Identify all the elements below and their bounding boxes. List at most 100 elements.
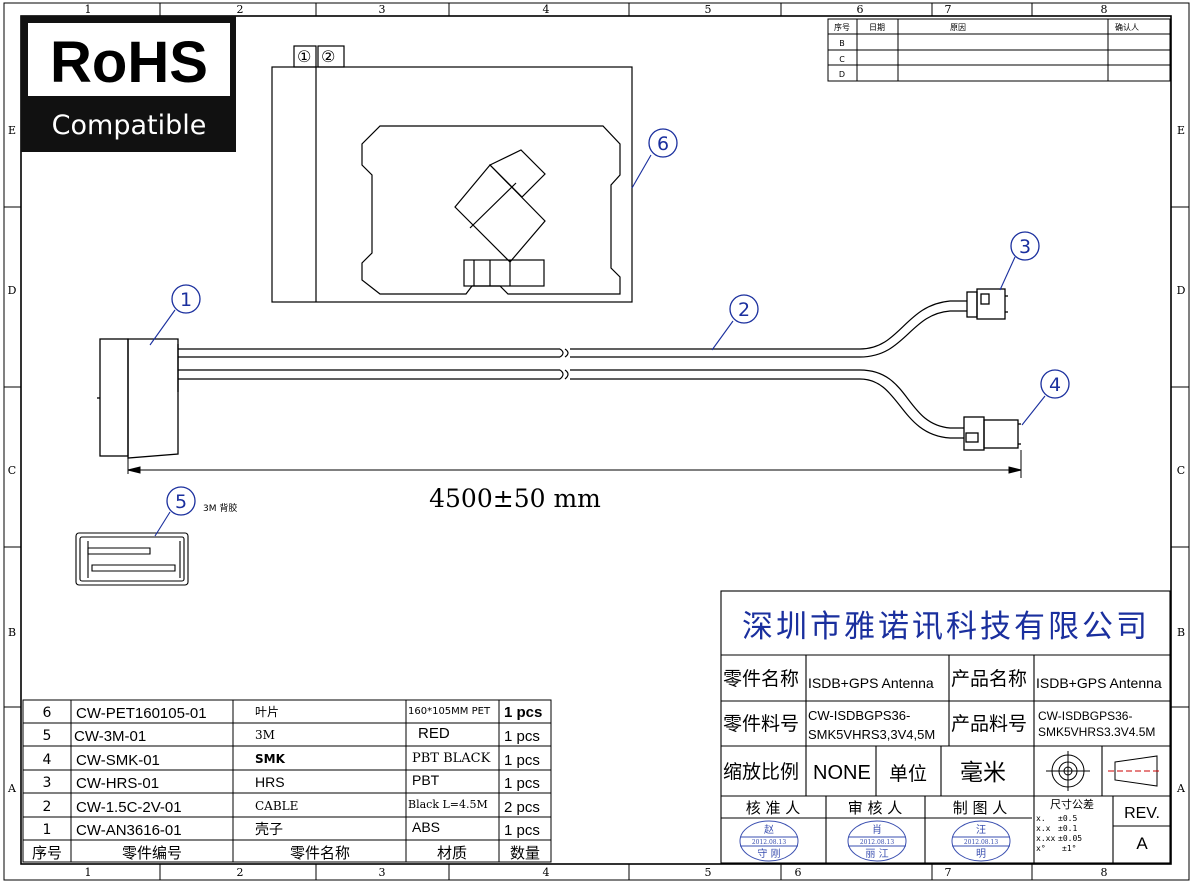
bom-cell: 叶片 [255, 705, 279, 719]
bom-cell: CW-1.5C-2V-01 [76, 799, 182, 816]
column-label: 7 [945, 866, 952, 879]
bom-table [22, 699, 552, 863]
stamp-name: 肖 [872, 823, 882, 836]
revision-header: 确认人 [1115, 22, 1139, 32]
antenna-housing [97, 338, 179, 459]
callout-number: 1 [180, 289, 192, 311]
tolerance-list: x. ±0.5 x.x ±0.1 x.xx ±0.05 x° ±1° [1036, 814, 1082, 853]
bom-cell: CW-PET160105-01 [76, 705, 207, 722]
stamp-name: 明 [976, 848, 986, 860]
pet-mark: ① [297, 47, 311, 66]
bom-cell: CW-3M-01 [74, 728, 146, 745]
column-label: 5 [705, 3, 712, 16]
row-label: B [1177, 626, 1185, 639]
bom-cell: 1 pcs [504, 704, 542, 721]
bom-cell: CW-HRS-01 [76, 775, 159, 792]
revision-header: 原因 [950, 23, 966, 32]
approval-stamp [847, 820, 907, 862]
column-label: 3 [379, 866, 386, 879]
column-label: 2 [237, 866, 244, 879]
bom-cell: PBT BLACK [412, 751, 491, 766]
bom-header: 零件名称 [290, 844, 350, 862]
bom-header: 零件编号 [122, 844, 182, 862]
checker-label: 核 准 人 [746, 799, 801, 817]
bom-cell: 5 [43, 728, 52, 744]
bom-cell: 4 [43, 752, 52, 768]
bom-cell: CW-SMK-01 [76, 752, 160, 769]
scale-value: NONE [813, 762, 871, 784]
bom-cell: PBT [412, 772, 440, 788]
stamp-date: 2012.08.13 [860, 839, 895, 846]
callout-number: 4 [1049, 374, 1061, 396]
revision-row-label: B [839, 39, 845, 48]
tolerance-key: x° [1036, 844, 1046, 853]
row-label: E [8, 124, 16, 137]
bom-cell: ABS [412, 819, 440, 835]
tolerance-value: ±0.1 [1058, 824, 1077, 833]
product-no: CW-ISDBGPS36- [1038, 709, 1132, 723]
row-label: E [1177, 124, 1185, 137]
product-no: SMK5VHRS3.3V4.5M [1038, 725, 1155, 739]
column-label: 3 [379, 3, 386, 16]
bom-cell: HRS [255, 774, 285, 790]
bom-cell: SMK [255, 752, 286, 766]
part-name: ISDB+GPS Antenna [808, 675, 934, 691]
row-label: A [1176, 782, 1186, 795]
bom-cell: 1 pcs [504, 822, 540, 839]
column-label: 2 [237, 3, 244, 16]
part-no: CW-ISDBGPS36- [808, 708, 910, 723]
bom-header: 材质 [437, 844, 467, 862]
callout-3 [1010, 231, 1040, 261]
hrs-connector [966, 288, 1008, 320]
tolerance-key: x.x [1036, 824, 1051, 833]
rohs-logo: RoHS Compatible [21, 16, 236, 152]
drawer-label: 制 图 人 [953, 799, 1008, 817]
stamp-name: 丽 江 [865, 848, 888, 860]
callout-2 [729, 294, 759, 324]
stamp-date: 2012.08.13 [752, 839, 787, 846]
stamp-name: 汪 [976, 824, 986, 836]
tolerance-label: 尺寸公差 [1050, 797, 1094, 811]
rev-value: A [1136, 834, 1148, 853]
company-name: 深圳市雅诺讯科技有限公司 [742, 609, 1150, 645]
part-name-label: 零件名称 [723, 668, 799, 690]
bom-cell: CABLE [255, 799, 298, 813]
stamp-name: 守 刚 [757, 847, 780, 860]
bom-header: 序号 [32, 844, 62, 862]
callout-number: 3 [1019, 236, 1031, 258]
part-no-label: 零件料号 [723, 713, 799, 735]
bom-cell: 壳子 [255, 821, 283, 838]
tolerance-value: ±1° [1062, 844, 1076, 853]
callout-leaders [149, 154, 1046, 537]
tolerance-key: x. [1036, 814, 1046, 823]
column-label: 1 [85, 866, 92, 879]
row-label: D [1177, 284, 1186, 297]
tape-pad [75, 532, 189, 586]
title-block [720, 590, 1171, 864]
row-label: D [8, 284, 17, 297]
callout-6 [648, 128, 678, 158]
row-label: C [1177, 464, 1185, 477]
unit-value: 毫米 [960, 760, 1006, 786]
product-no-label: 产品料号 [951, 713, 1027, 735]
bom-cell: 1 [43, 822, 52, 838]
third-angle-projection-icon [1046, 751, 1162, 791]
stamp-date: 2012.08.13 [964, 839, 999, 846]
callout-number: 5 [175, 491, 187, 513]
tolerance-key: x.xx [1036, 834, 1055, 843]
column-label: 7 [945, 3, 952, 16]
length-dimension [127, 450, 1022, 478]
rohs-subtitle: Compatible [52, 110, 207, 141]
approval-stamp [739, 820, 799, 862]
tape-note: 3M 背胶 [203, 502, 237, 514]
stamp-name: 赵 [764, 823, 774, 836]
bom-cell: 2 [43, 799, 52, 815]
row-labels: E D C B A E D C B A [7, 124, 1186, 795]
pet-sheet [271, 45, 633, 303]
unit-label: 单位 [889, 763, 927, 785]
callout-number: 2 [738, 299, 750, 321]
bom-cell: 3 [43, 775, 52, 791]
column-label: 8 [1101, 866, 1108, 879]
bom-cell: 1 pcs [504, 775, 540, 792]
column-label: 4 [543, 3, 550, 16]
